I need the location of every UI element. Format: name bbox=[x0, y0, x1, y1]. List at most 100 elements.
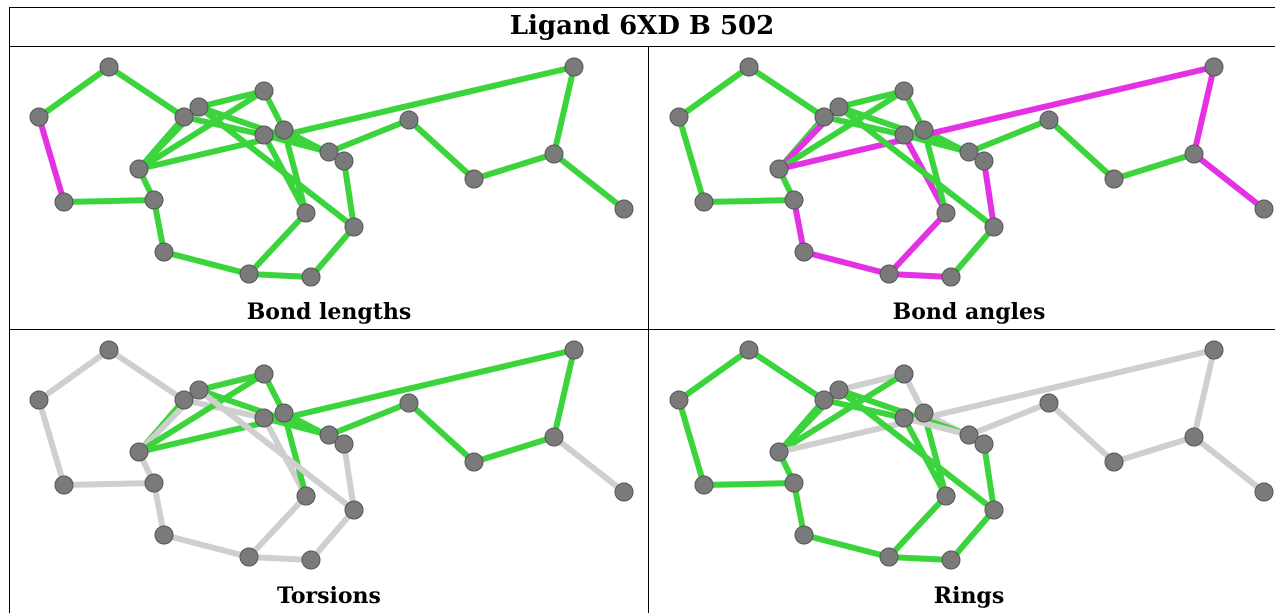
bond-3-21 bbox=[776, 347, 1217, 455]
atom-0-3 bbox=[189, 97, 209, 117]
atom-2-20 bbox=[239, 547, 259, 567]
panel-torsions: Torsions bbox=[9, 330, 649, 612]
figure-title: Ligand 6XD B 502 bbox=[509, 11, 775, 41]
atom-3-15 bbox=[1104, 452, 1124, 472]
atom-0-1 bbox=[29, 107, 49, 127]
atom-3-17 bbox=[936, 486, 956, 506]
bond-1-26 bbox=[1191, 151, 1267, 212]
molecule-bond-angles bbox=[669, 57, 1274, 287]
molecule-bond-lengths bbox=[29, 57, 634, 287]
top-border bbox=[9, 7, 1275, 8]
bond-0-17 bbox=[341, 158, 357, 230]
atom-3-11 bbox=[974, 434, 994, 454]
bond-0-2 bbox=[36, 114, 67, 205]
bond-0-20 bbox=[136, 88, 267, 172]
bond-2-23 bbox=[406, 400, 477, 465]
atom-2-14 bbox=[544, 427, 564, 447]
atom-2-12 bbox=[399, 393, 419, 413]
bond-2-14 bbox=[161, 532, 252, 560]
bond-0-21 bbox=[136, 64, 577, 172]
atom-2-7 bbox=[54, 475, 74, 495]
bond-0-22 bbox=[326, 117, 412, 155]
atom-0-21 bbox=[301, 267, 321, 287]
bond-2-21 bbox=[136, 347, 577, 455]
atom-3-12 bbox=[1039, 393, 1059, 413]
atom-1-12 bbox=[1039, 110, 1059, 130]
atom-2-0 bbox=[99, 340, 119, 360]
atom-2-5 bbox=[274, 403, 294, 423]
bond-3-22 bbox=[966, 400, 1052, 438]
bond-2-13 bbox=[246, 493, 309, 560]
bond-2-3 bbox=[61, 480, 157, 488]
bond-1-22 bbox=[966, 117, 1052, 155]
atom-0-15 bbox=[464, 169, 484, 189]
atom-1-19 bbox=[794, 242, 814, 262]
bond-1-14 bbox=[801, 249, 892, 277]
bond-0-13 bbox=[246, 210, 309, 277]
atom-2-18 bbox=[344, 500, 364, 520]
bond-0-26 bbox=[551, 151, 627, 212]
bond-2-16 bbox=[308, 507, 357, 563]
bond-0-27 bbox=[196, 104, 357, 230]
atom-1-20 bbox=[879, 264, 899, 284]
bond-2-22 bbox=[326, 400, 412, 438]
bond-0-3 bbox=[61, 197, 157, 205]
molecule-rings bbox=[669, 340, 1274, 570]
bond-2-2 bbox=[36, 397, 67, 488]
atom-0-12 bbox=[399, 110, 419, 130]
row-divider bbox=[9, 329, 1275, 330]
atom-3-18 bbox=[984, 500, 1004, 520]
atom-0-20 bbox=[239, 264, 259, 284]
atom-3-10 bbox=[959, 425, 979, 445]
atom-2-16 bbox=[614, 482, 634, 502]
atom-0-19 bbox=[154, 242, 174, 262]
bond-1-2 bbox=[676, 114, 707, 205]
atom-1-17 bbox=[936, 203, 956, 223]
atom-3-6 bbox=[894, 408, 914, 428]
atom-0-16 bbox=[614, 199, 634, 219]
bond-2-17 bbox=[341, 441, 357, 513]
panel-label-rings: Rings bbox=[933, 583, 1005, 609]
atom-2-15 bbox=[464, 452, 484, 472]
atom-3-19 bbox=[794, 525, 814, 545]
atom-1-13 bbox=[1204, 57, 1224, 77]
bond-3-7 bbox=[836, 371, 907, 393]
bond-1-21 bbox=[776, 64, 1217, 172]
bond-3-26 bbox=[1191, 434, 1267, 495]
atom-1-7 bbox=[694, 192, 714, 212]
atom-2-1 bbox=[29, 390, 49, 410]
atom-0-11 bbox=[334, 151, 354, 171]
atom-0-18 bbox=[344, 217, 364, 237]
bond-0-15 bbox=[246, 271, 314, 280]
bond-0-24 bbox=[471, 151, 557, 182]
bond-3-28 bbox=[901, 415, 972, 438]
bond-2-27 bbox=[196, 387, 357, 513]
bond-2-26 bbox=[551, 434, 627, 495]
bond-1-17 bbox=[981, 158, 997, 230]
bond-0-14 bbox=[161, 249, 252, 277]
bond-3-20 bbox=[776, 371, 907, 455]
atom-1-11 bbox=[974, 151, 994, 171]
bond-1-7 bbox=[836, 88, 907, 110]
atom-1-5 bbox=[914, 120, 934, 140]
atom-1-9 bbox=[769, 159, 789, 179]
atom-3-2 bbox=[814, 390, 834, 410]
atom-3-7 bbox=[694, 475, 714, 495]
bond-1-16 bbox=[948, 224, 997, 280]
panel-rings: Rings bbox=[649, 330, 1275, 612]
bond-1-28 bbox=[901, 132, 972, 155]
atom-1-2 bbox=[814, 107, 834, 127]
atom-0-4 bbox=[254, 81, 274, 101]
atom-3-20 bbox=[879, 547, 899, 567]
atom-2-11 bbox=[334, 434, 354, 454]
atom-3-13 bbox=[1204, 340, 1224, 360]
atom-2-8 bbox=[144, 473, 164, 493]
bond-0-0 bbox=[36, 64, 112, 120]
panel-bond-angles: Bond angles bbox=[649, 47, 1275, 329]
atom-3-3 bbox=[829, 380, 849, 400]
atom-2-10 bbox=[319, 425, 339, 445]
bond-3-2 bbox=[676, 397, 707, 488]
panel-bond-lengths: Bond lengths bbox=[9, 47, 649, 329]
atom-2-21 bbox=[301, 550, 321, 570]
bond-2-25 bbox=[551, 347, 577, 440]
